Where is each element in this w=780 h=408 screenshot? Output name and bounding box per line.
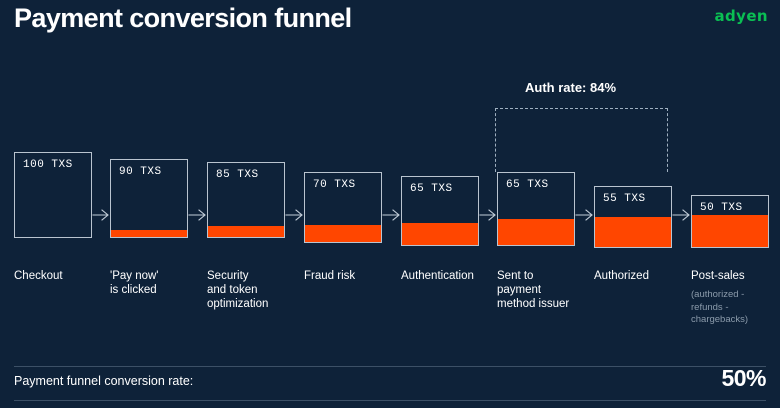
stage-label-fraud-risk: Fraud risk	[304, 270, 356, 282]
stage-label-post-sales: Post-sales	[691, 270, 745, 282]
stage-fill-pay-now-clicked	[111, 230, 187, 237]
stage-box-post-sales: 50 TXS	[691, 195, 769, 248]
stage-box-authorized: 55 TXS	[594, 186, 672, 248]
stage-fill-authorized	[595, 217, 671, 247]
stage-fill-security-and-token-optimization	[208, 226, 284, 237]
stage-label-authentication: Authentication	[401, 270, 474, 282]
stage-box-fraud-risk: 70 TXS	[304, 172, 382, 243]
stage-value-checkout: 100 TXS	[23, 159, 73, 171]
stage-fill-post-sales	[692, 215, 768, 247]
stage-box-checkout: 100 TXS	[14, 152, 92, 238]
stage-label-security-and-token-optimization: Security and token optimization	[207, 270, 269, 310]
stage-box-sent-to-payment-method-issuer: 65 TXS	[497, 172, 575, 246]
adyen-logo: adyen	[714, 7, 768, 25]
arrow-fraud-risk-to-authentication	[382, 208, 401, 222]
arrow-authorized-to-post-sales	[672, 208, 691, 222]
stage-fill-fraud-risk	[305, 225, 381, 242]
auth-rate-label: Auth rate: 84%	[525, 80, 617, 95]
footer-value: 50%	[721, 365, 766, 391]
stage-value-sent-to-payment-method-issuer: 65 TXS	[506, 179, 549, 191]
stage-box-security-and-token-optimization: 85 TXS	[207, 162, 285, 238]
stage-box-pay-now-clicked: 90 TXS	[110, 159, 188, 238]
footer-label: Payment funnel conversion rate:	[14, 374, 194, 388]
stage-value-security-and-token-optimization: 85 TXS	[216, 169, 259, 181]
footer-rule-top	[14, 366, 766, 367]
arrow-security-and-token-optimization-to-fraud-risk	[285, 208, 304, 222]
arrow-sent-to-payment-method-issuer-to-authorized	[575, 208, 594, 222]
funnel-chart: Auth rate: 84% 100 TXS Checkout 90 TXS 'Pay…	[14, 80, 769, 325]
stage-sublabel-post-sales: (authorized - refunds - chargebacks)	[691, 289, 749, 325]
stage-box-authentication: 65 TXS	[401, 176, 479, 246]
arrow-pay-now-clicked-to-security-and-token-optimization	[188, 208, 207, 222]
stage-label-pay-now-clicked: 'Pay now' is clicked	[110, 270, 159, 296]
arrow-authentication-to-sent-to-payment-method-issuer	[479, 208, 497, 222]
page-title: Payment conversion funnel	[14, 3, 352, 33]
stage-fill-authentication	[402, 223, 478, 245]
footer-rule-bottom	[14, 400, 766, 401]
stage-label-sent-to-payment-method-issuer: Sent to payment method issuer	[497, 270, 570, 310]
arrow-checkout-to-pay-now-clicked	[92, 208, 110, 222]
stage-value-post-sales: 50 TXS	[700, 202, 743, 214]
stage-label-checkout: Checkout	[14, 270, 63, 282]
auth-rate-bracket	[495, 108, 668, 172]
stage-label-authorized: Authorized	[594, 270, 649, 282]
stage-value-pay-now-clicked: 90 TXS	[119, 166, 162, 178]
stage-fill-sent-to-payment-method-issuer	[498, 219, 574, 245]
stage-value-authentication: 65 TXS	[410, 183, 453, 195]
stage-value-authorized: 55 TXS	[603, 193, 646, 205]
stage-value-fraud-risk: 70 TXS	[313, 179, 356, 191]
